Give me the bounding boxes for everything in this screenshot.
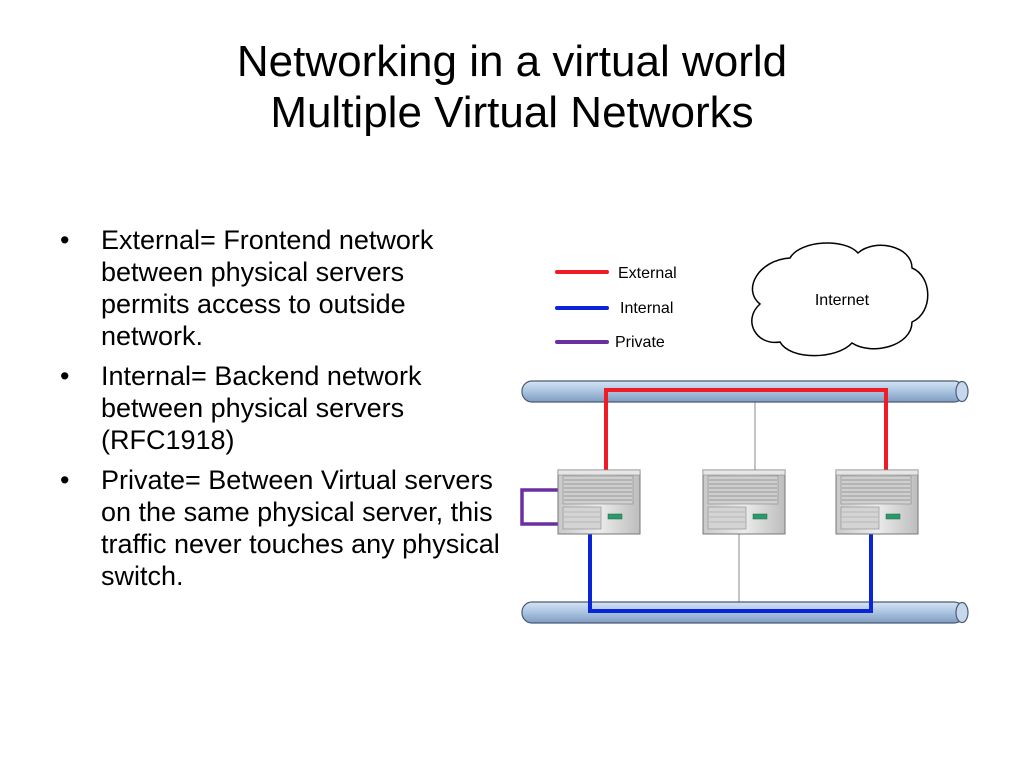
title-line-2: Multiple Virtual Networks (270, 88, 754, 137)
legend-item-external: External (555, 265, 677, 282)
bullet-text: Private= Between Virtual servers on the … (101, 465, 500, 591)
server-3 (835, 469, 919, 535)
legend-label-internal: Internal (620, 300, 673, 317)
legend-item-private: Private (555, 334, 665, 351)
private-network-loop (520, 488, 558, 526)
server-icon (835, 469, 919, 535)
external-network-line (604, 388, 888, 472)
bullet-list: • External= Frontend network between phy… (60, 224, 500, 600)
internet-cloud: Internet (751, 242, 929, 357)
bullet-dot: • (60, 225, 70, 255)
bullet-external: • External= Frontend network between phy… (60, 224, 500, 352)
bullet-private: • Private= Between Virtual servers on th… (60, 464, 500, 592)
legend: External Internal Private (555, 265, 677, 351)
slide-title: Networking in a virtual world Multiple V… (0, 36, 1024, 138)
server-icon (702, 469, 786, 535)
server-1 (557, 469, 641, 535)
bullet-dot: • (60, 465, 70, 495)
server-2 (702, 469, 786, 535)
legend-item-internal: Internal (555, 300, 673, 317)
bullet-text: External= Frontend network between physi… (101, 225, 434, 351)
legend-label-private: Private (615, 334, 665, 351)
bullet-dot: • (60, 361, 70, 391)
bullet-internal: • Internal= Backend network between phys… (60, 360, 500, 456)
cloud-label: Internet (815, 292, 870, 309)
internal-network-line (588, 532, 873, 613)
cloud-icon (751, 242, 929, 357)
legend-label-external: External (618, 265, 677, 282)
server-icon (557, 469, 641, 535)
bullet-text: Internal= Backend network between physic… (101, 361, 422, 455)
title-line-1: Networking in a virtual world (236, 37, 788, 86)
